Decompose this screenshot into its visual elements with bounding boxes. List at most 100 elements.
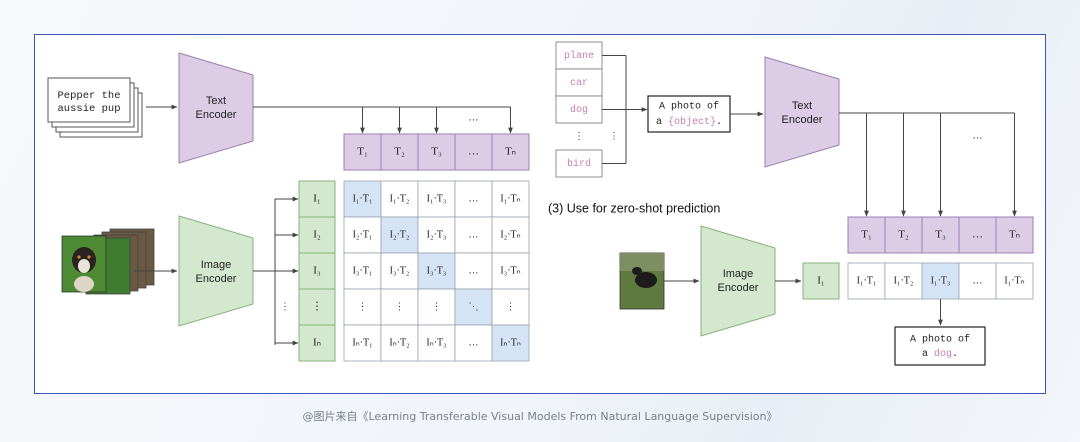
image-token-ellipsis: ⋮ bbox=[280, 301, 290, 312]
text-input-line: Pepper the bbox=[57, 90, 120, 102]
text-input-line: aussie pup bbox=[57, 103, 120, 115]
text-token-label: … bbox=[468, 146, 479, 158]
matrix-cell-positive bbox=[491, 324, 530, 362]
zs-image-encoder-label: Image bbox=[723, 268, 754, 280]
image-token-label: Iₙ bbox=[313, 337, 321, 349]
class-label: plane bbox=[564, 50, 594, 62]
image-token-label: I₂ bbox=[313, 229, 321, 241]
zs-result-line: A photo of bbox=[910, 334, 970, 346]
image-token-label: I₁ bbox=[313, 193, 321, 205]
zs-text-token-cell bbox=[884, 216, 923, 254]
class-label: dog bbox=[570, 104, 588, 116]
zs-text-token-label: Tₙ bbox=[1009, 229, 1020, 241]
matrix-cell-label: I₂·T₁ bbox=[353, 229, 373, 240]
text-encoder-label: Encoder bbox=[196, 109, 237, 121]
dog-eye bbox=[87, 255, 91, 259]
prompt-template-prefix: a bbox=[656, 117, 668, 128]
text-input-card bbox=[47, 77, 131, 123]
zs-result-line: a dog. bbox=[922, 348, 958, 360]
matrix-cell-label: Iₙ·T₂ bbox=[389, 337, 409, 348]
dog-chest bbox=[74, 276, 94, 292]
matrix-cell-label: … bbox=[469, 193, 479, 204]
dog-muzzle bbox=[78, 259, 90, 273]
matrix-cell-label: Iₙ·T₃ bbox=[426, 337, 446, 348]
matrix-cell-label: I₁·Tₙ bbox=[500, 193, 520, 204]
zs-image-encoder bbox=[700, 225, 776, 337]
class-label-box bbox=[555, 41, 603, 70]
zs-text-token-label: T₁ bbox=[861, 229, 872, 241]
zs-photo-background bbox=[620, 253, 664, 271]
image-token-cell bbox=[298, 324, 336, 362]
matrix-cell-label: I₃·T₃ bbox=[427, 265, 447, 276]
prompt-template-placeholder: {object} bbox=[668, 116, 716, 128]
matrix-cell-label: ⋮ bbox=[432, 301, 442, 312]
dog-eye bbox=[77, 255, 81, 259]
matrix-cell bbox=[380, 324, 419, 362]
zs-dog-body bbox=[635, 272, 657, 288]
zs-score-cell bbox=[884, 262, 923, 300]
matrix-cell-label: I₂·T₂ bbox=[390, 229, 410, 240]
matrix-cell-label: … bbox=[469, 337, 479, 348]
zs-text-token-label: T₃ bbox=[935, 229, 946, 241]
zs-text-token-label: … bbox=[972, 229, 983, 241]
zs-result-box bbox=[894, 326, 986, 366]
matrix-cell bbox=[454, 252, 493, 290]
matrix-cell-label: I₁·T₁ bbox=[353, 193, 373, 204]
matrix-cell-label: I₂·T₃ bbox=[427, 229, 447, 240]
text-encoder bbox=[178, 52, 254, 164]
matrix-cell-positive bbox=[343, 180, 382, 218]
matrix-cell-label: I₃·T₂ bbox=[390, 265, 410, 276]
text-token-cell bbox=[454, 133, 493, 171]
matrix-cell-positive bbox=[454, 288, 493, 326]
zs-score-cell bbox=[847, 262, 886, 300]
image-token-label: I₃ bbox=[313, 265, 321, 277]
zs-text-encoder-label: Text bbox=[792, 100, 812, 112]
zs-score-cell-best bbox=[921, 262, 960, 300]
matrix-cell-label: … bbox=[469, 265, 479, 276]
zs-score-label: I₁·T₁ bbox=[857, 275, 877, 286]
matrix-cell bbox=[454, 324, 493, 362]
matrix-cell bbox=[491, 216, 530, 254]
class-list-ellipsis: ⋮ bbox=[610, 131, 619, 141]
text-token-cell bbox=[343, 133, 382, 171]
text-token-cell bbox=[380, 133, 419, 171]
text-token-label: T₁ bbox=[357, 146, 368, 158]
prompt-template-line: A photo of bbox=[659, 101, 719, 113]
matrix-cell bbox=[491, 180, 530, 218]
zs-result-suffix: . bbox=[952, 349, 958, 360]
class-label-box bbox=[555, 68, 603, 97]
prompt-template-suffix: . bbox=[716, 117, 722, 128]
text-token-label: T₃ bbox=[431, 146, 442, 158]
image-token-cell bbox=[298, 252, 336, 290]
zs-result-prefix: a bbox=[922, 349, 934, 360]
prompt-template-line: a {object}. bbox=[656, 116, 722, 128]
zero-shot-title: (3) Use for zero-shot prediction bbox=[548, 201, 720, 215]
image-token-label: ⋮ bbox=[312, 301, 323, 313]
zs-image-token-cell bbox=[802, 262, 840, 300]
zs-score-cell bbox=[958, 262, 997, 300]
class-label-box bbox=[555, 149, 603, 178]
zs-score-cell bbox=[995, 262, 1034, 300]
text-token-cell bbox=[491, 133, 530, 171]
zs-dog-head bbox=[632, 267, 642, 275]
zs-result-class: dog bbox=[934, 348, 952, 360]
text-token-cell bbox=[417, 133, 456, 171]
matrix-cell bbox=[417, 324, 456, 362]
matrix-cell-label: ⋱ bbox=[469, 301, 479, 312]
matrix-cell-label: I₃·Tₙ bbox=[500, 265, 520, 276]
matrix-cell-label: I₁·T₃ bbox=[427, 193, 447, 204]
zs-text-token-cell bbox=[995, 216, 1034, 254]
zs-text-token-cell bbox=[958, 216, 997, 254]
matrix-cell-label: … bbox=[469, 229, 479, 240]
matrix-cell-label: I₃·T₁ bbox=[353, 265, 373, 276]
matrix-cell-label: Iₙ·T₁ bbox=[352, 337, 372, 348]
matrix-cell-label: ⋮ bbox=[506, 301, 516, 312]
matrix-cell-label: ⋮ bbox=[395, 301, 405, 312]
text-token-label: Tₙ bbox=[505, 146, 516, 158]
image-encoder bbox=[178, 215, 254, 327]
matrix-cell bbox=[343, 324, 382, 362]
zs-score-label: I₁·Tₙ bbox=[1004, 275, 1024, 286]
